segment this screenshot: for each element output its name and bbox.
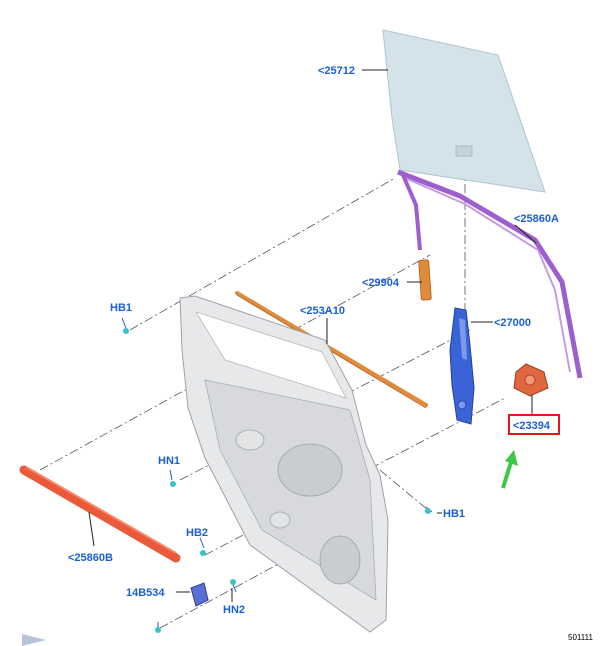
bracket-part bbox=[190, 582, 209, 607]
regulator-motor bbox=[513, 363, 549, 397]
callout-motor: <23394 bbox=[513, 420, 551, 432]
window-regulator bbox=[449, 307, 475, 425]
callout-pad: <29904 bbox=[362, 277, 400, 289]
bolt-hb1-right-icon bbox=[425, 506, 433, 514]
callout-regulator: <27000 bbox=[494, 317, 531, 329]
callout-belt-strip: <253A10 bbox=[300, 305, 345, 317]
reference-number: 501111 bbox=[568, 633, 593, 642]
callout-run-channel: <25860A bbox=[514, 213, 559, 225]
door-glass bbox=[382, 29, 546, 193]
callout-glass: <25712 bbox=[318, 65, 355, 77]
bolt-hb2-icon bbox=[199, 537, 206, 556]
door-frame bbox=[179, 295, 389, 633]
callout-hb2: HB2 bbox=[186, 527, 208, 539]
bolt-hn1-icon bbox=[169, 469, 176, 487]
bolt-bottom-icon bbox=[155, 622, 161, 633]
lower-weatherstrip bbox=[19, 465, 181, 563]
leader-lines bbox=[88, 69, 537, 602]
callout-hn1: HN1 bbox=[158, 455, 180, 467]
run-channel bbox=[397, 169, 583, 379]
pad-part bbox=[418, 259, 432, 301]
callout-labels: <25712 <25860A <29904 <253A10 <27000 <23… bbox=[68, 65, 559, 616]
callout-hb1-top: HB1 bbox=[110, 302, 132, 314]
callout-hn2: HN2 bbox=[223, 604, 245, 616]
bolt-hb1-top-icon bbox=[121, 317, 129, 334]
callout-bracket: 14B534 bbox=[126, 587, 165, 599]
highlight-box bbox=[508, 414, 560, 435]
fasteners bbox=[121, 317, 433, 633]
bolt-hn2-icon bbox=[230, 579, 237, 593]
corner-arrow-icon bbox=[22, 634, 46, 646]
callout-weatherstrip: <25860B bbox=[68, 552, 113, 564]
direction-arrow-icon bbox=[501, 450, 518, 489]
callout-hb1-right: HB1 bbox=[443, 508, 465, 520]
